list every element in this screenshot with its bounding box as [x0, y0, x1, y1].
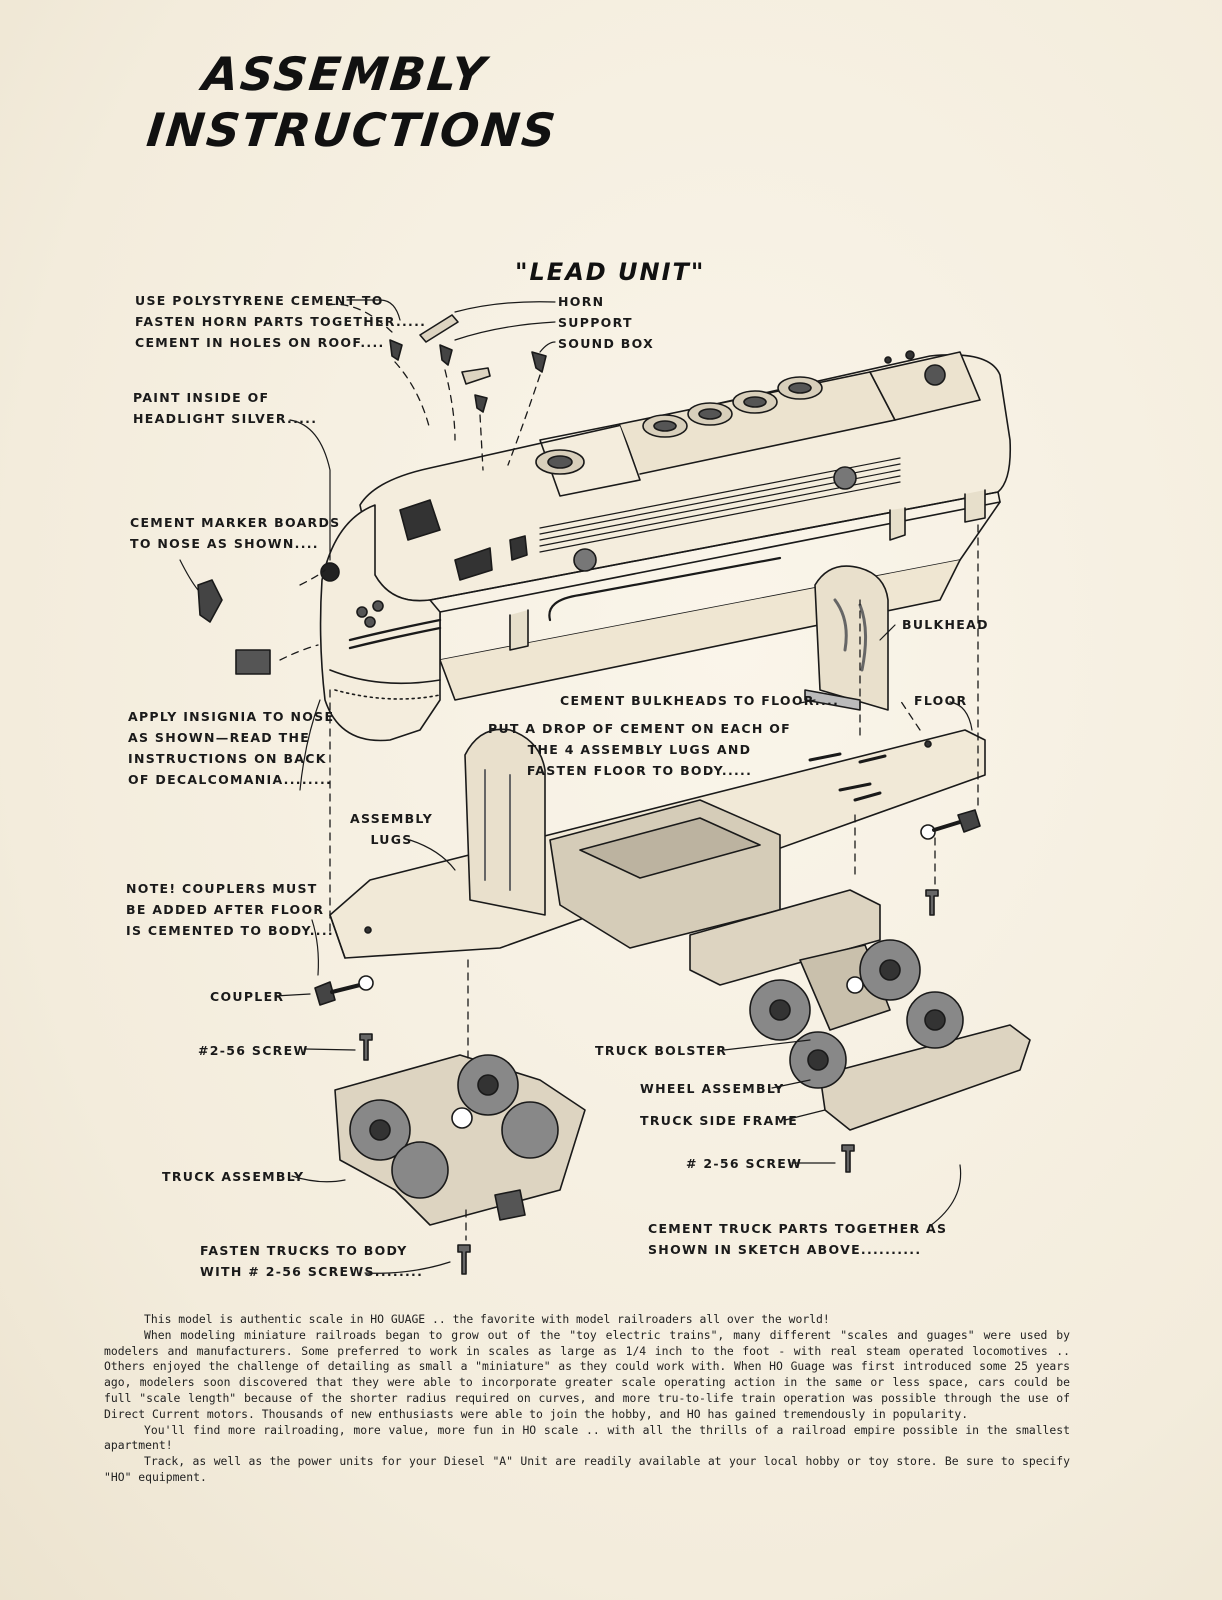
- coupler-right: [920, 809, 981, 840]
- diagram-subtitle: "LEAD UNIT": [515, 258, 706, 286]
- label-line: PUT A DROP OF CEMENT ON EACH OF: [488, 721, 792, 736]
- body-text: This model is authentic scale in HO GUAG…: [104, 1312, 1070, 1486]
- label-support: SUPPORT: [558, 315, 633, 330]
- label-line: SHOWN IN SKETCH ABOVE..........: [648, 1242, 922, 1257]
- horn-parts: [389, 314, 547, 413]
- label-sound-box: SOUND BOX: [558, 336, 655, 351]
- locomotive-body: [359, 350, 1012, 701]
- label-line: ASSEMBLY: [350, 811, 434, 826]
- label-cement-bulkheads: CEMENT BULKHEADS TO FLOOR....: [560, 693, 840, 708]
- label-line: LUGS: [370, 832, 413, 847]
- coupler-left: [314, 975, 374, 1006]
- label-line: APPLY INSIGNIA TO NOSE: [128, 709, 335, 724]
- locomotive-nose: [319, 504, 442, 742]
- label-assembly-lugs: ASSEMBLY LUGS: [350, 808, 433, 850]
- label-line: USE POLYSTYRENE CEMENT TO: [135, 293, 384, 308]
- label-line: BE ADDED AFTER FLOOR: [126, 902, 325, 917]
- label-headlight: PAINT INSIDE OF HEADLIGHT SILVER.....: [133, 387, 317, 429]
- label-cement-truck-parts: CEMENT TRUCK PARTS TOGETHER AS SHOWN IN …: [648, 1218, 947, 1260]
- label-line: CEMENT TRUCK PARTS TOGETHER AS: [648, 1221, 948, 1236]
- bulkhead-left: [464, 728, 546, 916]
- label-screw-right: # 2-56 SCREW: [686, 1156, 803, 1171]
- paragraph: You'll find more railroading, more value…: [104, 1422, 1070, 1453]
- label-line: FASTEN HORN PARTS TOGETHER.....: [135, 314, 427, 329]
- label-floor: FLOOR: [914, 693, 968, 708]
- label-line: CEMENT MARKER BOARDS: [130, 515, 341, 530]
- label-arrows: [179, 299, 973, 1274]
- truck-right: [689, 889, 1031, 1131]
- label-couplers-note: NOTE! COUPLERS MUST BE ADDED AFTER FLOOR…: [126, 878, 334, 941]
- label-coupler: COUPLER: [210, 989, 285, 1004]
- assembly-diagram: [179, 299, 1031, 1275]
- paragraph: When modeling miniature railroads began …: [104, 1327, 1070, 1421]
- label-line: THE 4 ASSEMBLY LUGS AND: [527, 742, 752, 757]
- leader-lines: [279, 303, 979, 1241]
- label-line: TO NOSE AS SHOWN....: [130, 536, 319, 551]
- label-line: AS SHOWN—READ THE: [128, 730, 311, 745]
- roof-fans: [535, 350, 946, 475]
- label-line: INSTRUCTIONS ON BACK: [128, 751, 327, 766]
- label-insignia: APPLY INSIGNIA TO NOSE AS SHOWN—READ THE…: [128, 706, 334, 790]
- insignia-decal: [235, 649, 271, 675]
- label-line: OF DECALCOMANIA........: [128, 772, 333, 787]
- label-horn: HORN: [558, 294, 605, 309]
- label-truck-side-frame: TRUCK SIDE FRAME: [640, 1113, 799, 1128]
- label-line: FASTEN FLOOR TO BODY.....: [526, 763, 753, 778]
- label-polystyrene-cement: USE POLYSTYRENE CEMENT TO FASTEN HORN PA…: [135, 290, 426, 353]
- label-line: NOTE! COUPLERS MUST: [126, 881, 318, 896]
- label-bulkhead: BULKHEAD: [902, 617, 989, 632]
- label-cement-drop: PUT A DROP OF CEMENT ON EACH OF THE 4 AS…: [488, 718, 791, 781]
- label-line: CEMENT IN HOLES ON ROOF....: [135, 335, 385, 350]
- label-line: WITH # 2-56 SCREWS........: [200, 1264, 424, 1279]
- label-screw-left: #2-56 SCREW: [198, 1043, 309, 1058]
- label-horn-parts: HORN SUPPORT SOUND BOX: [558, 291, 654, 354]
- label-line: HEADLIGHT SILVER.....: [133, 411, 318, 426]
- label-truck-assembly: TRUCK ASSEMBLY: [162, 1169, 305, 1184]
- screws: [359, 889, 939, 1275]
- paragraph: Track, as well as the power units for yo…: [104, 1454, 1070, 1484]
- bulkhead-right: [804, 565, 889, 711]
- label-line: IS CEMENTED TO BODY....: [126, 923, 334, 938]
- marker-board: [197, 579, 223, 623]
- label-fasten-trucks: FASTEN TRUCKS TO BODY WITH # 2-56 SCREWS…: [200, 1240, 423, 1282]
- paragraph: This model is authentic scale in HO GUAG…: [144, 1312, 830, 1326]
- label-line: FASTEN TRUCKS TO BODY: [200, 1243, 408, 1258]
- label-truck-bolster: TRUCK BOLSTER: [595, 1043, 728, 1058]
- label-line: PAINT INSIDE OF: [133, 390, 270, 405]
- label-wheel-assembly: WHEEL ASSEMBLY: [640, 1081, 785, 1096]
- label-marker-boards: CEMENT MARKER BOARDS TO NOSE AS SHOWN...…: [130, 512, 340, 554]
- truck-left: [334, 1054, 586, 1226]
